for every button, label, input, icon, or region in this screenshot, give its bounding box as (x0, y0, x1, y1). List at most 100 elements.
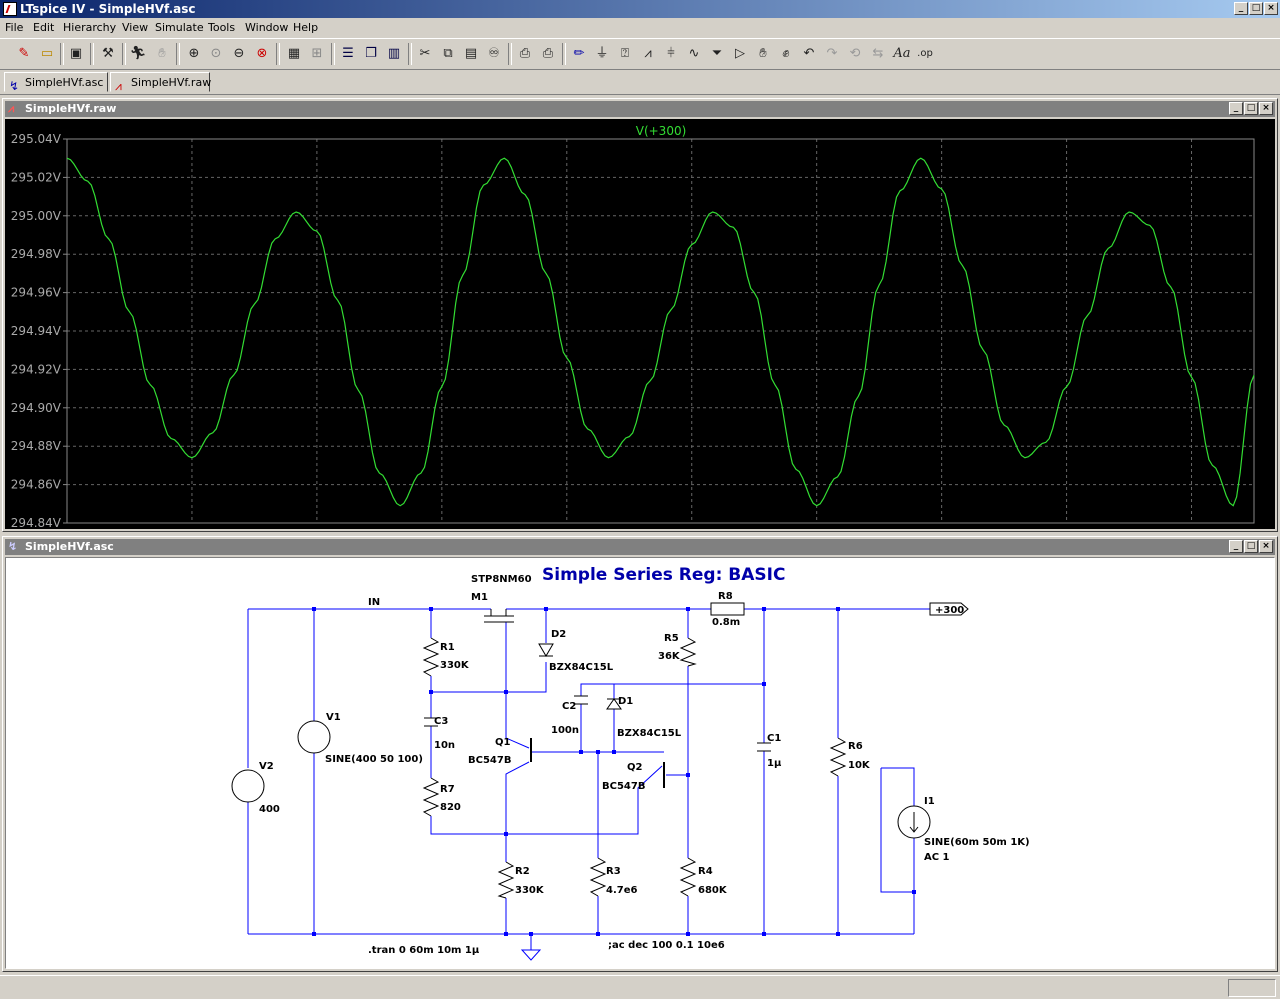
control-panel-icon[interactable]: ⚒ (102, 46, 114, 61)
ac-directive[interactable]: ;ac dec 100 0.1 10e6 (608, 940, 725, 951)
diode-d1 (606, 698, 622, 710)
halt-icon[interactable]: ✋︎ (158, 46, 166, 61)
cut-icon[interactable]: ✂ (419, 46, 431, 61)
schematic-close-button[interactable]: × (1259, 540, 1273, 553)
schematic-icon: ↯ (9, 79, 20, 93)
new-schematic-icon[interactable]: ✎ (18, 46, 30, 61)
y-tick-label: 294.84V (11, 516, 62, 529)
waveform-chart[interactable]: 295.04V295.02V295.00V294.98V294.96V294.9… (5, 119, 1275, 541)
x-tick-label: 21ms (925, 527, 958, 529)
menu-simulate[interactable]: Simulate (155, 21, 204, 34)
wire-icon[interactable]: ✏ (573, 46, 585, 61)
redo-icon[interactable]: ↷ (826, 46, 838, 61)
copy-icon[interactable]: ⧉ (443, 46, 453, 61)
waveform-maximize-button[interactable]: □ (1244, 102, 1258, 115)
resistor-r8 (710, 602, 745, 616)
r1-value: 330K (440, 660, 470, 671)
autorange-icon[interactable]: ▦ (287, 46, 301, 61)
zoom-pan-icon[interactable]: ⊙ (210, 46, 222, 61)
drag-icon[interactable]: ✊︎ (782, 46, 790, 61)
tile-vertical-icon[interactable]: ▥ (387, 46, 401, 61)
component-icon[interactable]: ▷ (735, 46, 745, 61)
trace-v-300 (66, 157, 1255, 507)
print-preview-icon[interactable]: ⎙ (519, 46, 531, 61)
move-icon[interactable]: ✋︎ (759, 46, 767, 61)
capacitor-icon[interactable]: ⫩ (667, 46, 675, 61)
tile-horizontal-icon[interactable]: ☰ (342, 46, 354, 61)
menu-file[interactable]: File (5, 21, 24, 34)
schematic-drawing[interactable]: Simple Series Reg: BASIC STP8NM60 IN +30… (6, 558, 1274, 970)
undo-icon[interactable]: ↶ (803, 46, 815, 61)
x-tick-label: 12ms (550, 527, 583, 529)
r5-value: 36K (658, 651, 681, 662)
open-icon[interactable]: ▭ (40, 46, 54, 61)
schematic-heading: Simple Series Reg: BASIC (542, 565, 785, 585)
spice-directive-icon[interactable]: .op (917, 48, 933, 59)
zoom-out-icon[interactable]: ⊖ (233, 46, 245, 61)
ltspice-app-icon[interactable] (3, 2, 17, 16)
schematic-minimize-button[interactable]: _ (1229, 540, 1243, 553)
tab-schematic-label: SimpleHVf.asc (25, 76, 104, 89)
zoom-in-icon[interactable]: ⊕ (188, 46, 200, 61)
cascade-icon[interactable]: ❐ (365, 46, 377, 61)
minimize-button[interactable]: _ (1234, 2, 1248, 15)
d2-value: BZX84C15L (549, 662, 614, 673)
maximize-button[interactable]: □ (1249, 2, 1263, 15)
mirror-icon[interactable]: ⇆ (872, 46, 884, 61)
d1-value: BZX84C15L (617, 728, 682, 739)
tran-directive[interactable]: .tran 0 60m 10m 1µ (368, 945, 480, 956)
mosfet-model-label: STP8NM60 (471, 574, 532, 585)
resistor-icon[interactable]: ⩘ (644, 46, 652, 61)
resistor-r2 (497, 861, 515, 899)
text-icon[interactable]: Aa (893, 46, 911, 61)
save-icon[interactable]: ▣ (69, 46, 83, 61)
r6-ref: R6 (848, 741, 863, 752)
waveform-window-icon: ⩘ (8, 102, 15, 115)
run-icon[interactable]: 🏃︎ (129, 46, 147, 61)
r7-value: 820 (440, 802, 461, 813)
menu-window[interactable]: Window (245, 21, 289, 34)
menu-edit[interactable]: Edit (33, 21, 55, 34)
waveform-minimize-button[interactable]: _ (1229, 102, 1243, 115)
x-tick-label: 27ms (1175, 527, 1208, 529)
menu-bar: File Edit Hierarchy View Simulate Tools … (0, 19, 1280, 37)
r7-ref: R7 (440, 784, 455, 795)
i1-value: SINE(60m 50m 1K) (924, 837, 1030, 848)
tab-schematic[interactable]: ↯ SimpleHVf.asc (4, 72, 108, 93)
r2-value: 330K (515, 885, 545, 896)
v2-value: 400 (259, 804, 280, 815)
current-source-i1 (897, 805, 931, 839)
resistor-r4 (679, 857, 697, 897)
close-button[interactable]: × (1264, 2, 1278, 15)
ground-icon[interactable]: ⏚ (595, 46, 609, 61)
c1-ref: C1 (767, 733, 781, 744)
schematic-maximize-button[interactable]: □ (1244, 540, 1258, 553)
waveform-icon: ⩘ (115, 79, 122, 93)
diode-icon[interactable]: ⏷ (711, 46, 723, 61)
inductor-icon[interactable]: ∿ (688, 46, 700, 61)
x-tick-label: 18ms (800, 527, 833, 529)
find-icon[interactable]: ♾ (488, 46, 500, 61)
x-tick-label: 3ms (179, 527, 205, 529)
menu-view[interactable]: View (122, 21, 149, 34)
label-icon[interactable]: ⍰ (621, 46, 629, 61)
rotate-icon[interactable]: ⟲ (849, 46, 861, 61)
waveform-close-button[interactable]: × (1259, 102, 1273, 115)
q1-value: BC547B (468, 755, 511, 766)
x-tick-label: 24ms (1050, 527, 1083, 529)
schematic-canvas[interactable]: Simple Series Reg: BASIC STP8NM60 IN +30… (5, 557, 1275, 969)
zoom-fit-icon[interactable]: ⊗ (256, 46, 268, 61)
print-icon[interactable]: ⎙ (542, 46, 554, 61)
menu-tools[interactable]: Tools (208, 21, 236, 34)
component-symbols (231, 602, 969, 899)
menu-hierarchy[interactable]: Hierarchy (63, 21, 117, 34)
grid-icon[interactable]: ⊞ (311, 46, 323, 61)
menu-help[interactable]: Help (293, 21, 319, 34)
tab-waveform[interactable]: ⩘ SimpleHVf.raw (110, 72, 211, 93)
trace-label[interactable]: V(+300) (636, 124, 687, 138)
paste-icon[interactable]: ▤ (464, 46, 478, 61)
r8-ref: R8 (718, 591, 733, 602)
status-pane (1228, 979, 1276, 997)
i1-ac: AC 1 (924, 852, 950, 863)
